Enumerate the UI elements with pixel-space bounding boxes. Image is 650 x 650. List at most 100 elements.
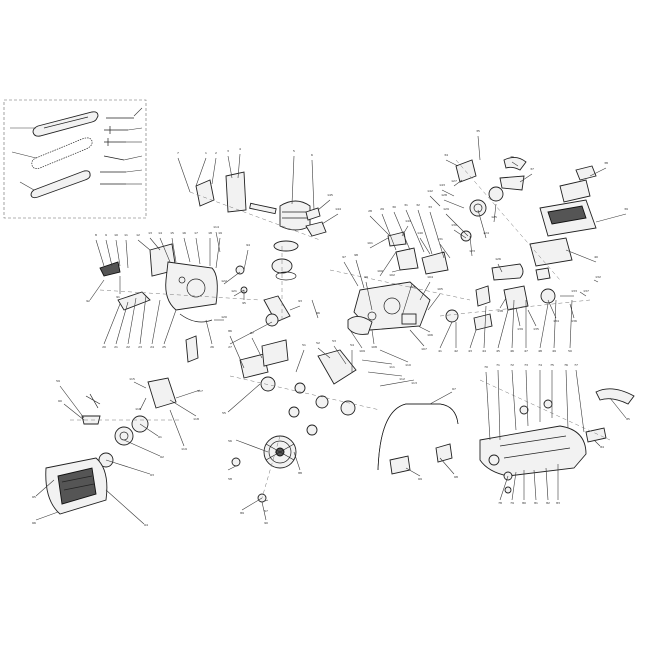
leader-line xyxy=(499,297,507,309)
leader-line xyxy=(103,303,121,345)
leader-line xyxy=(439,457,455,475)
item-number: 119 xyxy=(181,447,187,451)
fan-housing-cover xyxy=(147,377,177,409)
saw-chain xyxy=(31,137,93,169)
cover-knob xyxy=(575,165,597,181)
item-number: 67 xyxy=(452,387,456,391)
damper-b xyxy=(543,399,553,409)
leader-line xyxy=(229,321,273,345)
air-filter-base xyxy=(421,251,449,275)
leader-line xyxy=(215,231,221,253)
item-number: 34 xyxy=(444,153,448,157)
item-number: 113 xyxy=(411,381,417,385)
leader-line xyxy=(123,439,161,457)
accessory-box-outline xyxy=(3,99,147,219)
item-number: 55 xyxy=(222,411,226,415)
leader-line xyxy=(311,159,315,211)
item-number: 58 xyxy=(228,477,232,481)
handle-mount xyxy=(389,455,411,475)
item-number: 79 xyxy=(510,501,514,505)
item-number: 47 xyxy=(524,349,528,353)
leader-line xyxy=(35,511,59,521)
accessory-group xyxy=(3,99,147,219)
leader-line xyxy=(569,299,573,349)
leader-line xyxy=(547,299,557,319)
leader-line xyxy=(483,305,487,349)
item-number: 89 xyxy=(240,511,244,515)
item-number: 9 xyxy=(105,233,107,237)
item-number: 19 xyxy=(218,231,222,235)
item-number: 141 xyxy=(405,219,411,223)
item-number: 16 xyxy=(182,231,186,235)
leader-line xyxy=(427,293,441,311)
leader-line xyxy=(151,299,161,345)
leader-line xyxy=(227,465,237,471)
item-number: 78 xyxy=(498,501,502,505)
leader-line xyxy=(205,319,213,345)
item-number: 8 xyxy=(95,233,97,237)
leader-line xyxy=(417,209,433,255)
leader-line xyxy=(139,397,147,411)
leader-line xyxy=(175,389,201,399)
leader-line xyxy=(453,229,467,239)
item-number: 140 xyxy=(417,231,423,235)
item-number: 139 xyxy=(517,327,523,331)
item-number: 61 xyxy=(158,435,162,439)
leader-line xyxy=(515,307,521,327)
leader-line xyxy=(317,347,331,359)
choke-knob xyxy=(535,267,551,281)
item-number: 127 xyxy=(451,179,457,183)
item-number: 83 xyxy=(556,501,560,505)
leader-line xyxy=(367,371,403,377)
item-number: 110 xyxy=(405,363,411,367)
leader-line xyxy=(533,469,537,501)
leader-line xyxy=(137,239,151,251)
item-number: 64 xyxy=(144,523,148,527)
item-number: 7 xyxy=(177,151,179,155)
sprocket xyxy=(499,175,525,191)
leader-line xyxy=(295,349,305,373)
leader-line xyxy=(429,391,453,405)
item-number: 12 xyxy=(136,233,140,237)
item-number: 118 xyxy=(193,417,199,421)
item-number: 104 xyxy=(427,275,433,279)
leader-line xyxy=(251,337,263,359)
nut-a xyxy=(288,406,300,418)
item-number: 53 xyxy=(332,339,336,343)
item-number: 71 xyxy=(496,363,500,367)
item-number: 135 xyxy=(533,327,539,331)
air-filter xyxy=(529,237,573,267)
flywheel-group xyxy=(229,339,381,503)
item-number: 132 xyxy=(595,275,601,279)
leader-line xyxy=(177,157,191,193)
item-number: 41 xyxy=(438,349,442,353)
item-number: 121 xyxy=(231,289,237,293)
nut-b xyxy=(306,424,318,436)
item-number: 102 xyxy=(389,273,395,277)
washer-b xyxy=(294,382,306,394)
item-number: 39 xyxy=(624,207,628,211)
clutch-cover xyxy=(340,400,356,416)
leader-line xyxy=(169,409,185,447)
leader-line xyxy=(429,195,441,207)
item-number: 10 xyxy=(114,233,118,237)
item-number: 65 xyxy=(32,495,36,499)
worm-gear xyxy=(473,313,493,331)
item-number: 66 xyxy=(32,521,36,525)
leader-line xyxy=(317,199,331,211)
leader-line xyxy=(229,335,245,369)
item-number: 54 xyxy=(350,343,354,347)
item-number: 31 xyxy=(404,203,408,207)
item-number: 74 xyxy=(538,363,542,367)
recoil-spring xyxy=(114,426,134,446)
leader-line xyxy=(379,379,415,387)
guide-bar xyxy=(32,111,99,137)
brake-band xyxy=(117,291,151,311)
bar-cover xyxy=(30,170,91,199)
leader-line xyxy=(565,369,569,429)
stop-switch xyxy=(231,457,241,467)
tool-kit xyxy=(100,117,134,185)
leader-line xyxy=(595,213,627,223)
item-number: 4 xyxy=(239,147,241,151)
item-number: 131 xyxy=(437,237,443,241)
